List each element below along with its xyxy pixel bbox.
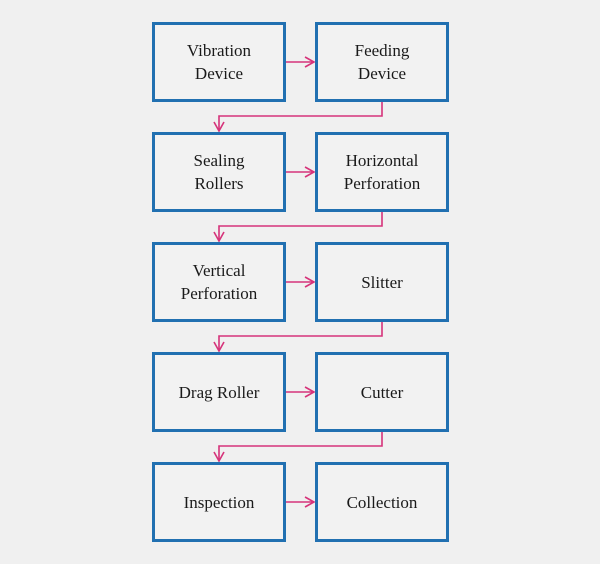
box-slitter: Slitter [315, 242, 449, 322]
arrow-elbow [213, 102, 383, 133]
box-inspection: Inspection [152, 462, 286, 542]
arrow-elbow [213, 212, 383, 243]
box-label: Horizontal Perforation [343, 151, 421, 193]
box-label: Feeding Device [354, 41, 410, 83]
box-feeding-device: Feeding Device [315, 22, 449, 102]
box-sealing-rollers: Sealing Rollers [152, 132, 286, 212]
box-label: Collection [346, 492, 418, 512]
box-label: Drag Roller [178, 382, 260, 402]
box-vertical-perforation: Vertical Perforation [152, 242, 286, 322]
box-drag-roller: Drag Roller [152, 352, 286, 432]
box-label: Cutter [360, 382, 404, 402]
arrow-elbow [213, 322, 383, 353]
box-label: Slitter [361, 272, 403, 292]
box-label: Vibration Device [186, 41, 252, 83]
box-label: Inspection [183, 492, 255, 512]
arrow-elbow [213, 432, 383, 463]
box-vibration-device: Vibration Device [152, 22, 286, 102]
box-collection: Collection [315, 462, 449, 542]
box-horizontal-perforation: Horizontal Perforation [315, 132, 449, 212]
box-cutter: Cutter [315, 352, 449, 432]
box-label: Vertical Perforation [180, 261, 258, 303]
box-label: Sealing Rollers [193, 151, 245, 193]
